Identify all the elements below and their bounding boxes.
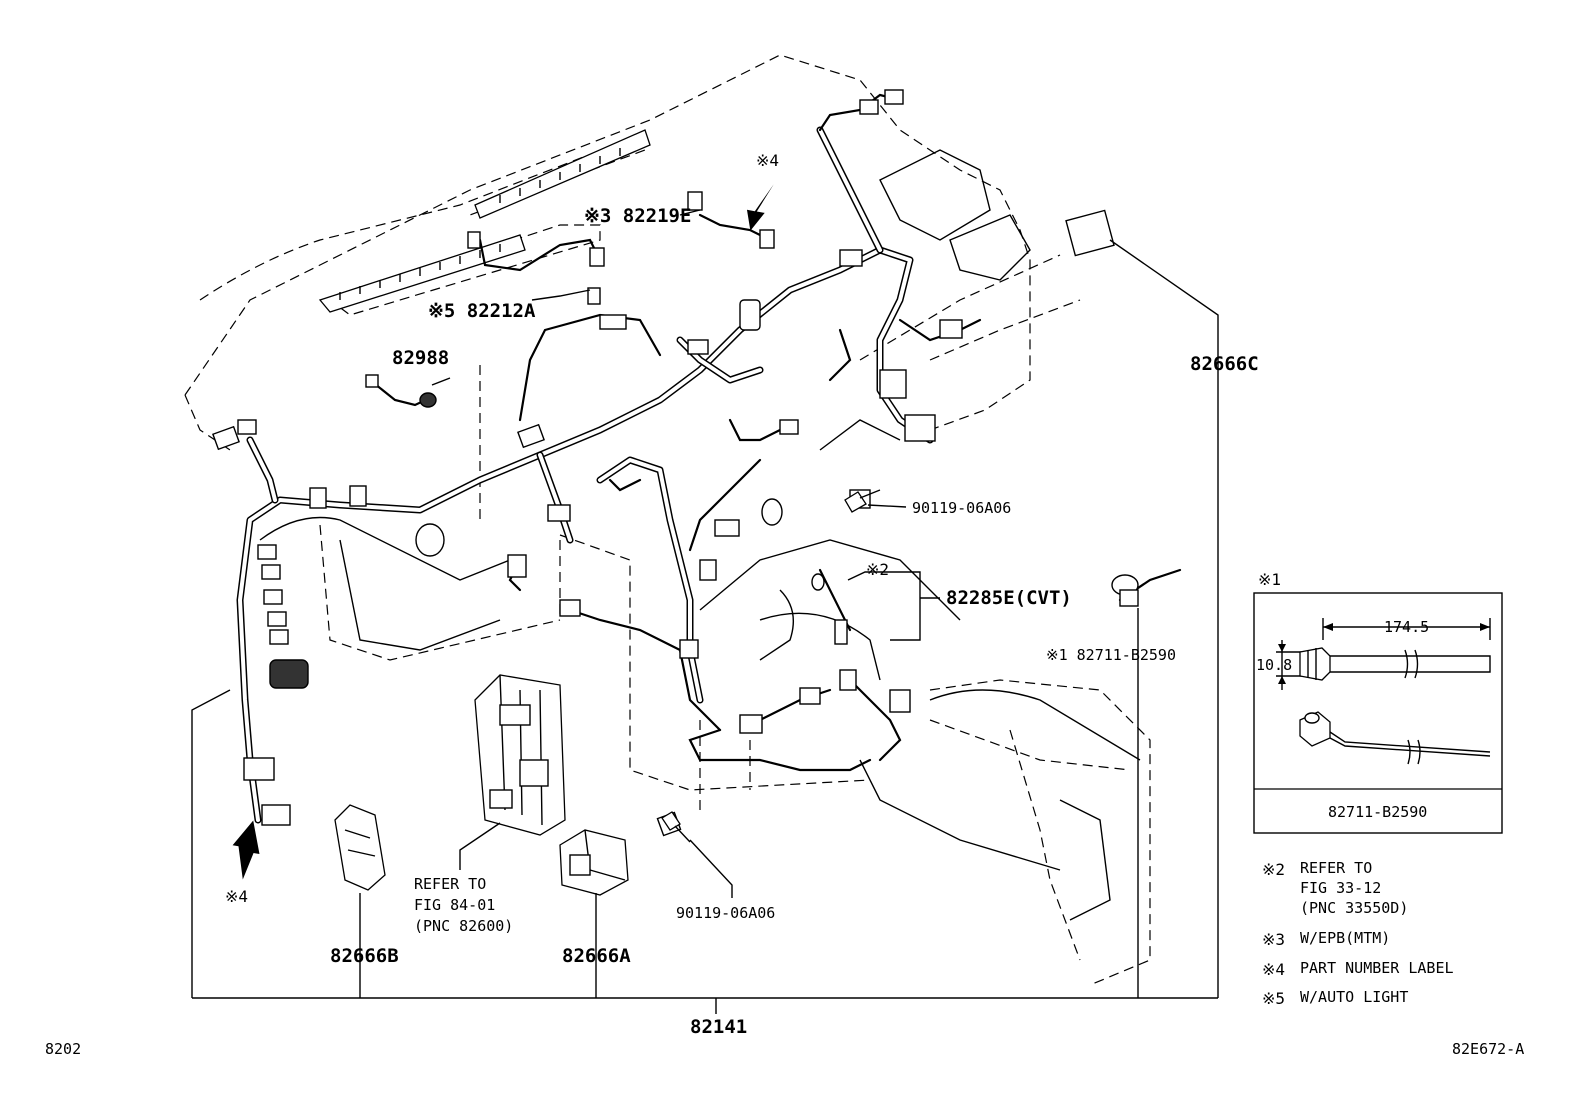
note4-mark: ※4 (1262, 960, 1285, 979)
inset-part-label: 82711-B2590 (1328, 803, 1427, 821)
refer84-line3: (PNC 82600) (414, 917, 513, 935)
note3-line1: W/EPB(MTM) (1300, 929, 1390, 947)
note5-mark: ※5 (1262, 989, 1285, 1008)
relay-82666A (559, 829, 629, 896)
note2-line2: FIG 33-12 (1300, 879, 1381, 897)
junction-block (474, 674, 566, 836)
footer: 8202 82E672-A (45, 1040, 1524, 1058)
footer-left-code: 8202 (45, 1040, 81, 1058)
bolts (661, 489, 881, 843)
note2-mark: ※2 (866, 560, 889, 579)
label-82988: 82988 (392, 347, 449, 369)
note2-line1: REFER TO (1300, 859, 1372, 877)
label-82711: ※1 82711-B2590 (1046, 646, 1176, 664)
footer-right-code: 82E672-A (1452, 1040, 1524, 1058)
note2-line3: (PNC 33550D) (1300, 899, 1408, 917)
branch-wires (368, 93, 1182, 772)
label-82219E: ※3 82219E (584, 205, 691, 227)
leader-lines (191, 209, 1219, 1014)
label-arrows (232, 184, 774, 880)
note5-line1: W/AUTO LIGHT (1300, 988, 1408, 1006)
label-90119-upper: 90119-06A06 (912, 499, 1011, 517)
relay-82666B (334, 804, 386, 891)
label-82141: 82141 (690, 1016, 747, 1038)
note4-line1: PART NUMBER LABEL (1300, 959, 1454, 977)
label-82666C: 82666C (1190, 353, 1259, 375)
dash-vents (318, 129, 1031, 313)
main-harness (236, 126, 934, 824)
note4-top-mark: ※4 (756, 151, 779, 170)
label-82666A: 82666A (562, 945, 631, 967)
note2-mark-legend: ※2 (1262, 860, 1285, 879)
label-90119-lower: 90119-06A06 (676, 904, 775, 922)
label-82285E: 82285E(CVT) (946, 587, 1072, 609)
notes-block: ※2 REFER TO FIG 33-12 (PNC 33550D) ※3 W/… (1262, 859, 1454, 1008)
dash-lower-structure (259, 419, 1141, 921)
label-82212A: ※5 82212A (428, 300, 536, 322)
note4-left-mark: ※4 (225, 887, 248, 906)
inset-mark: ※1 (1258, 570, 1281, 589)
refer84-line1: REFER TO (414, 875, 486, 893)
inset-dim-height: 10.8 (1256, 656, 1292, 674)
label-82666B: 82666B (330, 945, 399, 967)
inset-dim-length: 174.5 (1384, 618, 1429, 636)
callout-labels: ※3 82219E ※4 ※5 82212A 82988 82666C 9011… (225, 151, 1259, 1038)
note3-mark: ※3 (1262, 930, 1285, 949)
inset-82711: ※1 174.5 10.8 82711-B2590 (1253, 570, 1503, 834)
refer84-line2: FIG 84-01 (414, 896, 495, 914)
harness-connectors (212, 89, 1139, 837)
